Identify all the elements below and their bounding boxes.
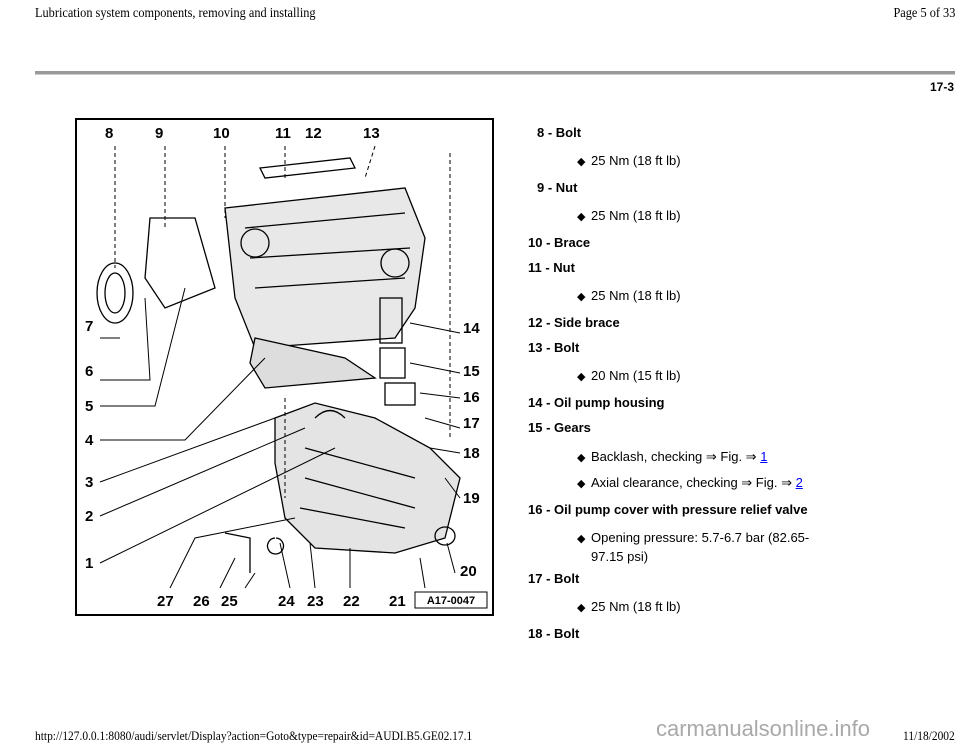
item-9-note: ◆25 Nm (18 ft lb): [577, 207, 681, 226]
callout-27: 27: [157, 593, 174, 610]
item-15: 15 - Gears: [528, 420, 591, 435]
callout-14: 14: [463, 320, 480, 337]
callout-18: 18: [463, 445, 480, 462]
callout-3: 3: [85, 474, 93, 491]
item-13: 13 - Bolt: [528, 340, 580, 355]
diamond-bullet-icon: ◆: [577, 371, 586, 383]
callout-23: 23: [307, 593, 324, 610]
callout-15: 15: [463, 363, 480, 380]
diamond-bullet-icon: ◆: [577, 533, 586, 545]
item-16: 16 - Oil pump cover with pressure relief…: [528, 502, 808, 517]
callout-2: 2: [85, 508, 93, 525]
document-title: Lubrication system components, removing …: [35, 6, 316, 21]
item-11: 11 - Nut: [528, 260, 575, 275]
item-18: 18 - Bolt: [528, 626, 580, 641]
item-17: 17 - Bolt: [528, 571, 580, 586]
callout-10: 10: [213, 125, 230, 142]
fig-1-link[interactable]: 1: [760, 449, 768, 464]
exploded-diagram: 8 9 10 11 12 13 7 6 5 4 3 2 1 14 15 16 1…: [75, 118, 494, 616]
item-17-note: ◆25 Nm (18 ft lb): [577, 598, 681, 617]
diamond-bullet-icon: ◆: [577, 291, 586, 303]
item-16-note: ◆Opening pressure: 5.7-6.7 bar (82.65-97…: [577, 530, 810, 564]
item-15-note-2: ◆Axial clearance, checking ⇒ Fig. ⇒ 2: [577, 474, 803, 493]
callout-11: 11: [275, 125, 291, 142]
footer-date: 11/18/2002: [903, 728, 955, 743]
callout-13: 13: [363, 125, 380, 142]
callout-12: 12: [305, 125, 322, 142]
diamond-bullet-icon: ◆: [577, 478, 586, 490]
callout-25: 25: [221, 593, 238, 610]
diamond-bullet-icon: ◆: [577, 156, 586, 168]
callout-5: 5: [85, 398, 93, 415]
watermark: carmanualsonline.info: [655, 716, 870, 741]
item-12: 12 - Side brace: [528, 315, 620, 330]
fig-2-link[interactable]: 2: [795, 475, 803, 490]
callout-6: 6: [85, 363, 93, 380]
item-9: 9 - Nut: [537, 180, 578, 195]
callout-16: 16: [463, 389, 480, 406]
item-13-note: ◆20 Nm (15 ft lb): [577, 367, 681, 386]
callout-21: 21: [389, 593, 406, 610]
item-8-note: ◆25 Nm (18 ft lb): [577, 152, 681, 171]
diamond-bullet-icon: ◆: [577, 211, 586, 223]
header-divider: [35, 71, 955, 75]
diamond-bullet-icon: ◆: [577, 452, 586, 464]
item-10: 10 - Brace: [528, 235, 591, 250]
item-11-note: ◆25 Nm (18 ft lb): [577, 287, 681, 306]
callout-24: 24: [278, 593, 295, 610]
callout-1: 1: [85, 555, 93, 572]
callout-9: 9: [155, 125, 163, 142]
diamond-bullet-icon: ◆: [577, 602, 586, 614]
callout-4: 4: [85, 432, 94, 449]
item-8: 8 - Bolt: [537, 125, 582, 140]
callout-19: 19: [463, 490, 480, 507]
item-14: 14 - Oil pump housing: [528, 395, 665, 410]
callout-22: 22: [343, 593, 360, 610]
footer-url: http://127.0.0.1:8080/audi/servlet/Displ…: [35, 728, 473, 743]
callout-17: 17: [463, 415, 480, 432]
item-15-note-1: ◆Backlash, checking ⇒ Fig. ⇒ 1: [577, 448, 767, 467]
callout-7: 7: [85, 318, 93, 335]
callout-20: 20: [460, 563, 477, 580]
section-number: 17-3: [929, 80, 954, 94]
callout-8: 8: [105, 125, 113, 142]
callout-26: 26: [193, 593, 210, 610]
page-number: Page 5 of 33: [893, 6, 955, 21]
figure-code: A17-0047: [427, 595, 475, 607]
